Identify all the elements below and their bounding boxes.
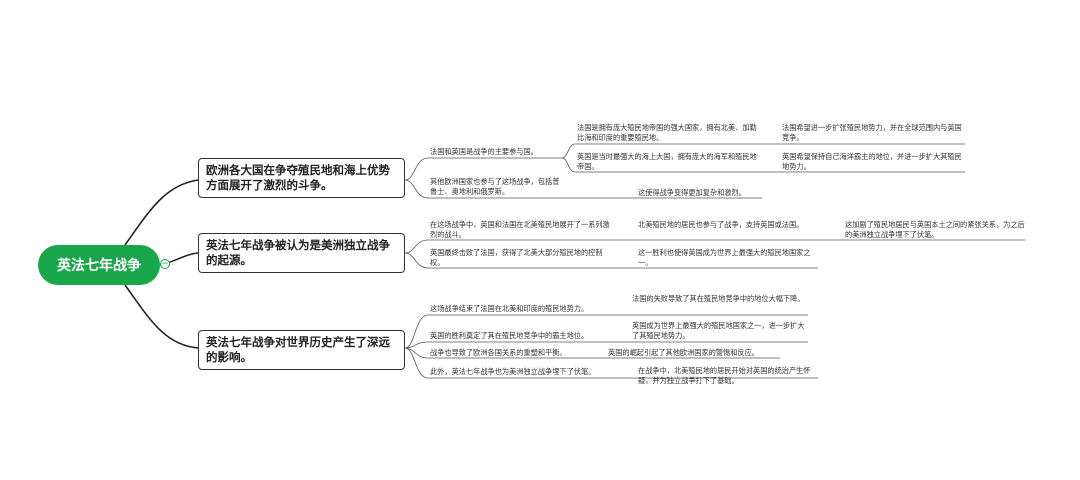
subtopic-1-2-1[interactable]: 这使得战争变得更加复杂和激烈。	[638, 188, 746, 197]
subtopic-3-1[interactable]: 这场战争结束了法国在北美和印度的殖民地势力。	[430, 304, 589, 313]
subtopic-2-1-1-1[interactable]: 这加剧了殖民地居民与英国本土之间的紧张关系，为之后的美洲独立战争埋下了伏笔。	[845, 220, 1025, 239]
subtopic-3-1-1[interactable]: 法国的失败导致了其在殖民地竞争中的地位大幅下降。	[632, 294, 805, 303]
subtopic-3-4-1[interactable]: 在战争中，北美殖民地的居民开始对英国的统治产生怀疑，并为独立战争打下了基础。	[638, 366, 811, 385]
subtopic-2-1[interactable]: 在这场战争中，英国和法国在北美殖民地展开了一系列激烈的战斗。	[430, 220, 610, 239]
subtopic-3-2[interactable]: 英国的胜利奠定了其在殖民地竞争中的霸主地位。	[430, 331, 589, 340]
subtopic-1-1-2[interactable]: 英国是当时最强大的海上大国，拥有庞大的海军和殖民地帝国。	[577, 152, 757, 171]
subtopic-2-1-1[interactable]: 北美殖民地的居民也参与了战争，支持英国或法国。	[638, 220, 804, 229]
connector-root-branch-1	[124, 179, 199, 246]
subtopic-3-2-1[interactable]: 英国成为世界上最强大的殖民地国家之一，进一步扩大了其殖民地势力。	[632, 321, 805, 340]
branch-topic-2[interactable]: 英法七年战争被认为是美洲独立战争的起源。	[198, 233, 405, 273]
branch-topic-3[interactable]: 英法七年战争对世界历史产生了深远的影响。	[198, 330, 405, 370]
collapse-toggle-icon[interactable]: −	[160, 259, 170, 269]
subtopic-1-1[interactable]: 法国和英国是战争的主要参与国。	[430, 147, 538, 156]
subtopic-1-1-1[interactable]: 法国是拥有庞大殖民地帝国的强大国家，拥有北美、加勒比海和印度的重要殖民地。	[577, 123, 757, 142]
subtopic-3-4[interactable]: 此外，英法七年战争也为美洲独立战争埋下了伏笔。	[430, 367, 596, 376]
subtopic-3-3[interactable]: 战争也导致了欧洲各国关系的重塑和平衡。	[430, 348, 567, 357]
subtopic-1-1-2-1[interactable]: 英国希望保持自己海洋霸主的地位，并进一步扩大其殖民地势力。	[782, 152, 962, 171]
subtopic-1-2[interactable]: 其他欧洲国家也参与了这场战争，包括普鲁士、奥地利和俄罗斯。	[430, 177, 560, 196]
branch-topic-1[interactable]: 欧洲各大国在争夺殖民地和海上优势方面展开了激烈的斗争。	[198, 158, 405, 198]
connector-root-branch-3	[124, 284, 199, 349]
subtopic-2-2-1[interactable]: 这一胜利也使得英国成为世界上最强大的殖民地国家之一。	[638, 248, 811, 267]
subtopic-3-3-1[interactable]: 英国的崛起引起了其他欧洲国家的警惕和反应。	[608, 348, 759, 357]
subtopic-2-2[interactable]: 英国最终击败了法国，获得了北美大部分殖民地的控制权。	[430, 248, 603, 267]
root-topic[interactable]: 英法七年战争	[38, 245, 160, 285]
subtopic-1-1-1-1[interactable]: 法国希望进一步扩张殖民地势力，并在全球范围内与英国竞争。	[782, 123, 962, 142]
